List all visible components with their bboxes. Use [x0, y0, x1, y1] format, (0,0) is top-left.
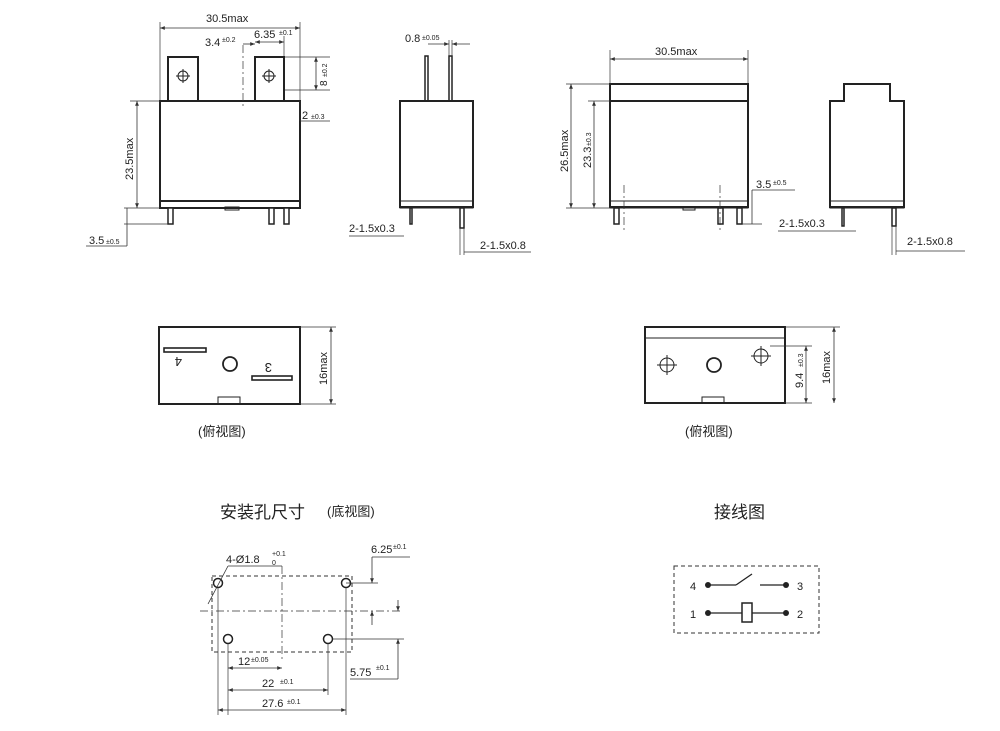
front-width-label: 30.5max [206, 13, 249, 25]
dim-22: 22 [262, 678, 274, 690]
hole-layout: 安装孔尺寸 (底视图) 4-Ø1.8 +0.1 0 6.25 ±0.1 5.75… [200, 503, 410, 715]
dim-27-6-tol: ±0.1 [287, 699, 301, 706]
top-view-2: 9.4 ±0.3 16max (俯视图) [644, 326, 840, 439]
pitch-tol: ±0.2 [222, 37, 236, 44]
tab-height-tol: ±0.2 [322, 63, 329, 77]
wiring-title: 接线图 [714, 503, 765, 522]
side2-pin-thickness-label: 2-1.5x0.3 [779, 218, 825, 230]
hole-layout-subtitle: (底视图) [327, 504, 375, 519]
front2-height-label: 23.3 [582, 147, 594, 168]
top-view-1: 4 3 16max (俯视图) [158, 326, 336, 439]
front2-pin-length-tol: ±0.5 [773, 180, 787, 187]
pitch-label: 3.4 [205, 37, 220, 49]
tab-width-label: 6.35 [254, 29, 275, 41]
hole-tol-minus: 0 [272, 560, 276, 567]
front2-height-max-label: 26.5max [559, 129, 571, 172]
front-pin-length-tol: ±0.5 [106, 239, 120, 246]
front-pin-length-label: 3.5 [89, 235, 104, 247]
terminal-3-label: 3 [265, 360, 272, 375]
hole-diameter-label: 4-Ø1.8 [226, 554, 260, 566]
dim-12-tol: ±0.05 [251, 657, 269, 664]
dim-22-tol: ±0.1 [280, 679, 294, 686]
wiring-pin-2: 2 [797, 609, 803, 621]
dim-6-25-tol: ±0.1 [393, 544, 407, 551]
hole-tol-plus: +0.1 [272, 551, 286, 558]
tab-offset-tol: ±0.3 [311, 114, 325, 121]
side2-pin-size-label: 2-1.5x0.8 [907, 236, 953, 248]
tab-height-label: 8 [319, 80, 330, 86]
top1-caption: (俯视图) [198, 424, 246, 439]
tab-offset-label: 2 [302, 110, 308, 122]
dim-27-6: 27.6 [262, 698, 283, 710]
top2-height-label: 16max [821, 350, 833, 384]
top2-offset-label: 9.4 [794, 373, 806, 388]
wiring-pin-4: 4 [690, 581, 696, 593]
front2-pin-length-label: 3.5 [756, 179, 771, 191]
dim-5-75: 5.75 [350, 667, 371, 679]
front2-height-tol: ±0.3 [586, 132, 593, 146]
hole-layout-title: 安装孔尺寸 [220, 503, 305, 522]
side-view-2: 2-1.5x0.3 2-1.5x0.8 [778, 83, 965, 255]
dim-5-75-tol: ±0.1 [376, 665, 390, 672]
side-view-1: 0.8 ±0.05 2-1.5x0.8 [399, 33, 531, 255]
tab-width-tol: ±0.1 [279, 30, 293, 37]
front-height-label: 23.5max [124, 137, 136, 180]
tab-thickness-label: 0.8 [405, 33, 420, 45]
dim-12: 12 [238, 656, 250, 668]
dim-6-25: 6.25 [371, 544, 392, 556]
front-view-2: 30.5max 26.5max 23.3 ±0.3 3.5 ±0.5 [559, 46, 795, 230]
top2-offset-tol: ±0.3 [798, 353, 805, 367]
front2-width-label: 30.5max [655, 46, 698, 58]
wiring-pin-1: 1 [690, 609, 696, 621]
front-view-1: 30.5max 3.4 ±0.2 6.35 ±0.1 8 ±0.2 2 ±0.3… [86, 13, 404, 247]
tab-thickness-tol: ±0.05 [422, 35, 440, 42]
side-pin-size-label: 2-1.5x0.8 [480, 240, 526, 252]
wiring-diagram: 接线图 4 3 1 2 [673, 503, 820, 634]
wiring-pin-3: 3 [797, 581, 803, 593]
terminal-4-label: 4 [175, 354, 182, 369]
front-pin-thickness-label: 2-1.5x0.3 [349, 223, 395, 235]
top2-caption: (俯视图) [685, 424, 733, 439]
top1-height-label: 16max [318, 351, 330, 385]
